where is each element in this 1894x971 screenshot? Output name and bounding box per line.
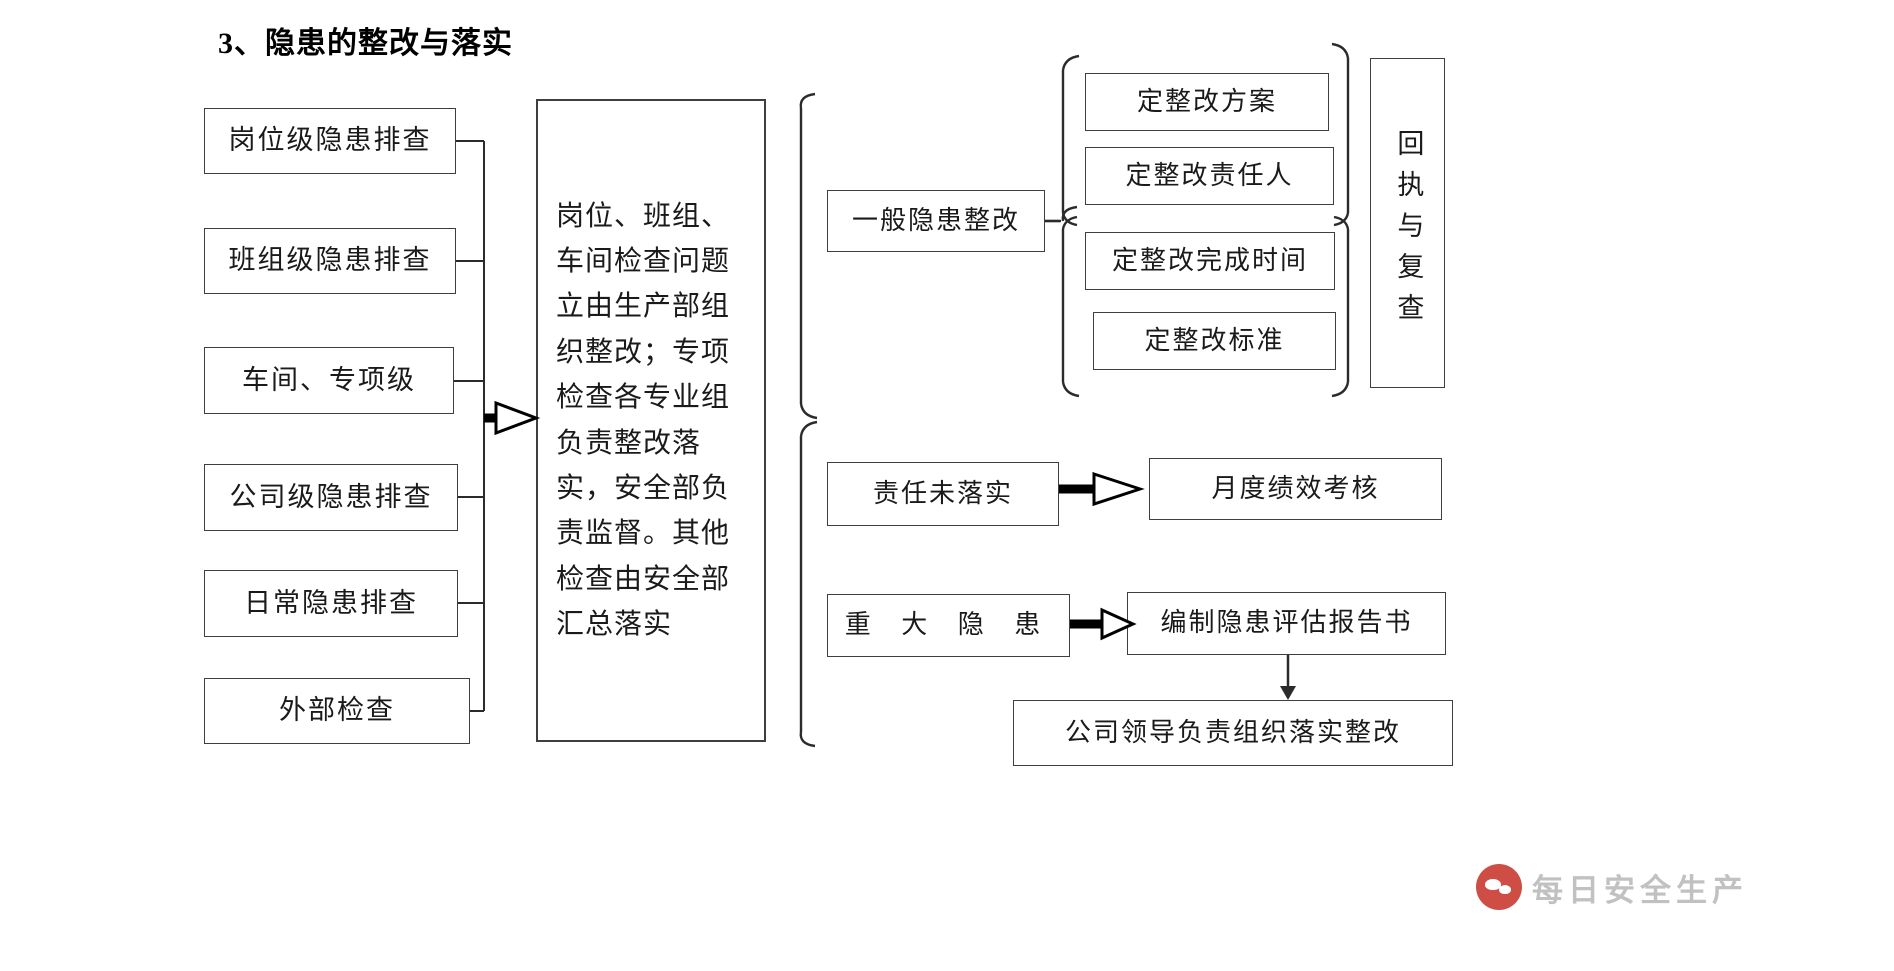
source-label: 岗位级隐患排查 — [228, 125, 432, 156]
branch-label: 重 大 隐 患 — [844, 610, 1053, 640]
center-process-text: 岗位、班组、车间检查问题立由生产部组织整改；专项检查各专业组负责整改落实，安全部… — [556, 200, 731, 640]
source-box-workshop-special[interactable]: 车间、专项级 — [204, 347, 454, 414]
page-title: 3、隐患的整改与落实 — [218, 27, 513, 60]
brace-center-to-branches — [799, 92, 818, 748]
detail-box-responsible-person[interactable]: 定整改责任人 — [1085, 147, 1334, 205]
branch-box-responsibility-unfulfilled[interactable]: 责任未落实 — [827, 462, 1059, 526]
branch-box-general-hazard-rectification[interactable]: 一般隐患整改 — [827, 190, 1045, 252]
arrow-sources-to-center — [484, 400, 541, 436]
source-label: 班组级隐患排查 — [228, 245, 432, 276]
source-box-daily[interactable]: 日常隐患排查 — [204, 570, 458, 637]
source-box-team-level[interactable]: 班组级隐患排查 — [204, 228, 456, 294]
followup-label: 公司领导负责组织落实整改 — [1064, 717, 1401, 747]
arrow-major-hazard-to-report — [1070, 607, 1137, 641]
wechat-logo-icon — [1476, 864, 1522, 910]
target-box-monthly-performance-review[interactable]: 月度绩效考核 — [1149, 458, 1442, 520]
source-box-external[interactable]: 外部检查 — [204, 678, 470, 744]
detail-box-rectification-standard[interactable]: 定整改标准 — [1093, 312, 1336, 370]
source-label: 车间、专项级 — [242, 364, 416, 395]
watermark: 每日安全生产 — [1476, 864, 1748, 910]
source-label: 日常隐患排查 — [244, 587, 418, 618]
branch-box-major-hazard[interactable]: 重 大 隐 患 — [827, 594, 1070, 657]
source-box-company-level[interactable]: 公司级隐患排查 — [204, 464, 458, 531]
followup-box-company-leader-rectification[interactable]: 公司领导负责组织落实整改 — [1013, 700, 1453, 766]
target-box-hazard-assessment-report[interactable]: 编制隐患评估报告书 — [1127, 592, 1446, 655]
target-label: 月度绩效考核 — [1211, 473, 1380, 503]
result-label: 回执与复查 — [1393, 128, 1424, 334]
source-label: 公司级隐患排查 — [229, 481, 433, 512]
watermark-text: 每日安全生产 — [1532, 872, 1748, 908]
detail-label: 定整改责任人 — [1125, 160, 1294, 190]
detail-box-completion-time[interactable]: 定整改完成时间 — [1085, 232, 1335, 290]
target-label: 编制隐患评估报告书 — [1160, 608, 1413, 638]
branch-label: 一般隐患整改 — [851, 205, 1020, 235]
brace-general-to-details — [1045, 54, 1080, 398]
detail-label: 定整改标准 — [1144, 325, 1285, 355]
branch-label: 责任未落实 — [872, 478, 1013, 508]
detail-box-rectification-plan[interactable]: 定整改方案 — [1085, 73, 1329, 131]
source-label: 外部检查 — [279, 695, 395, 726]
detail-label: 定整改方案 — [1136, 86, 1277, 116]
arrow-responsibility-to-performance — [1059, 471, 1145, 507]
arrow-report-to-company-leader — [1280, 655, 1296, 700]
result-box-receipt-and-review[interactable]: 回执与复查 — [1370, 58, 1445, 388]
center-process-box[interactable]: 岗位、班组、车间检查问题立由生产部组织整改；专项检查各专业组负责整改落实，安全部… — [536, 99, 766, 742]
detail-label: 定整改完成时间 — [1111, 245, 1308, 275]
source-box-post-level[interactable]: 岗位级隐患排查 — [204, 108, 456, 174]
